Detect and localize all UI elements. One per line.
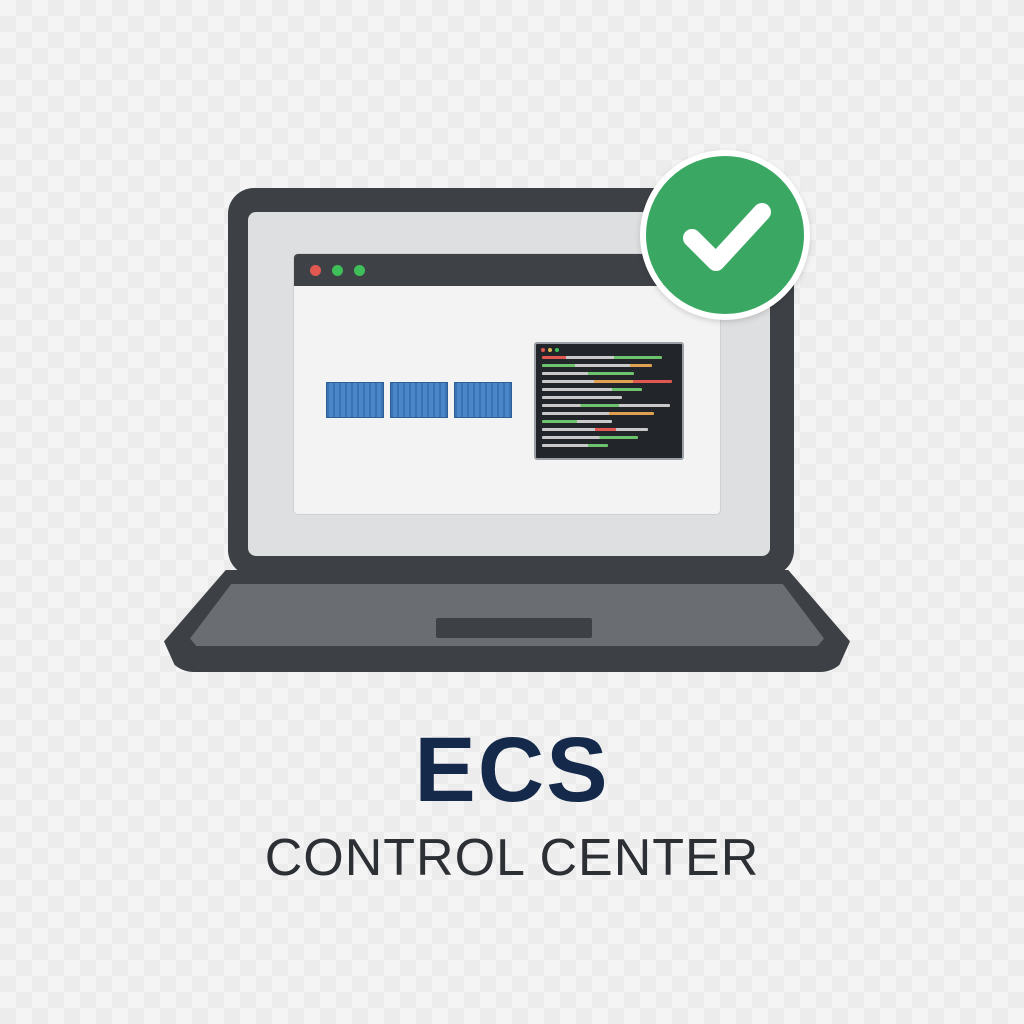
container-icon [454, 382, 512, 418]
terminal-close-dot [541, 348, 545, 352]
terminal-line [542, 356, 662, 359]
close-dot-icon [310, 265, 321, 276]
checkmark-badge [640, 150, 810, 320]
logo-title: ECS [414, 719, 610, 821]
terminal-line [542, 404, 670, 407]
terminal-line [542, 380, 672, 383]
checkmark-icon [683, 203, 771, 271]
terminal-max-dot [555, 348, 559, 352]
terminal-line [542, 388, 642, 391]
logo-subtitle: CONTROL CENTER [264, 829, 760, 887]
trackpad [436, 618, 592, 638]
terminal-line [542, 444, 608, 447]
terminal-line [542, 420, 612, 423]
terminal-line [542, 364, 652, 367]
terminal-line [542, 436, 638, 439]
terminal-line [542, 412, 654, 415]
minimize-dot-icon [332, 265, 343, 276]
container-icon [326, 382, 384, 418]
terminal-min-dot [548, 348, 552, 352]
terminal-line [542, 428, 648, 431]
container-icon [390, 382, 448, 418]
terminal-icon [534, 342, 684, 460]
terminal-line [542, 372, 634, 375]
maximize-dot-icon [354, 265, 365, 276]
terminal-line [542, 396, 622, 399]
